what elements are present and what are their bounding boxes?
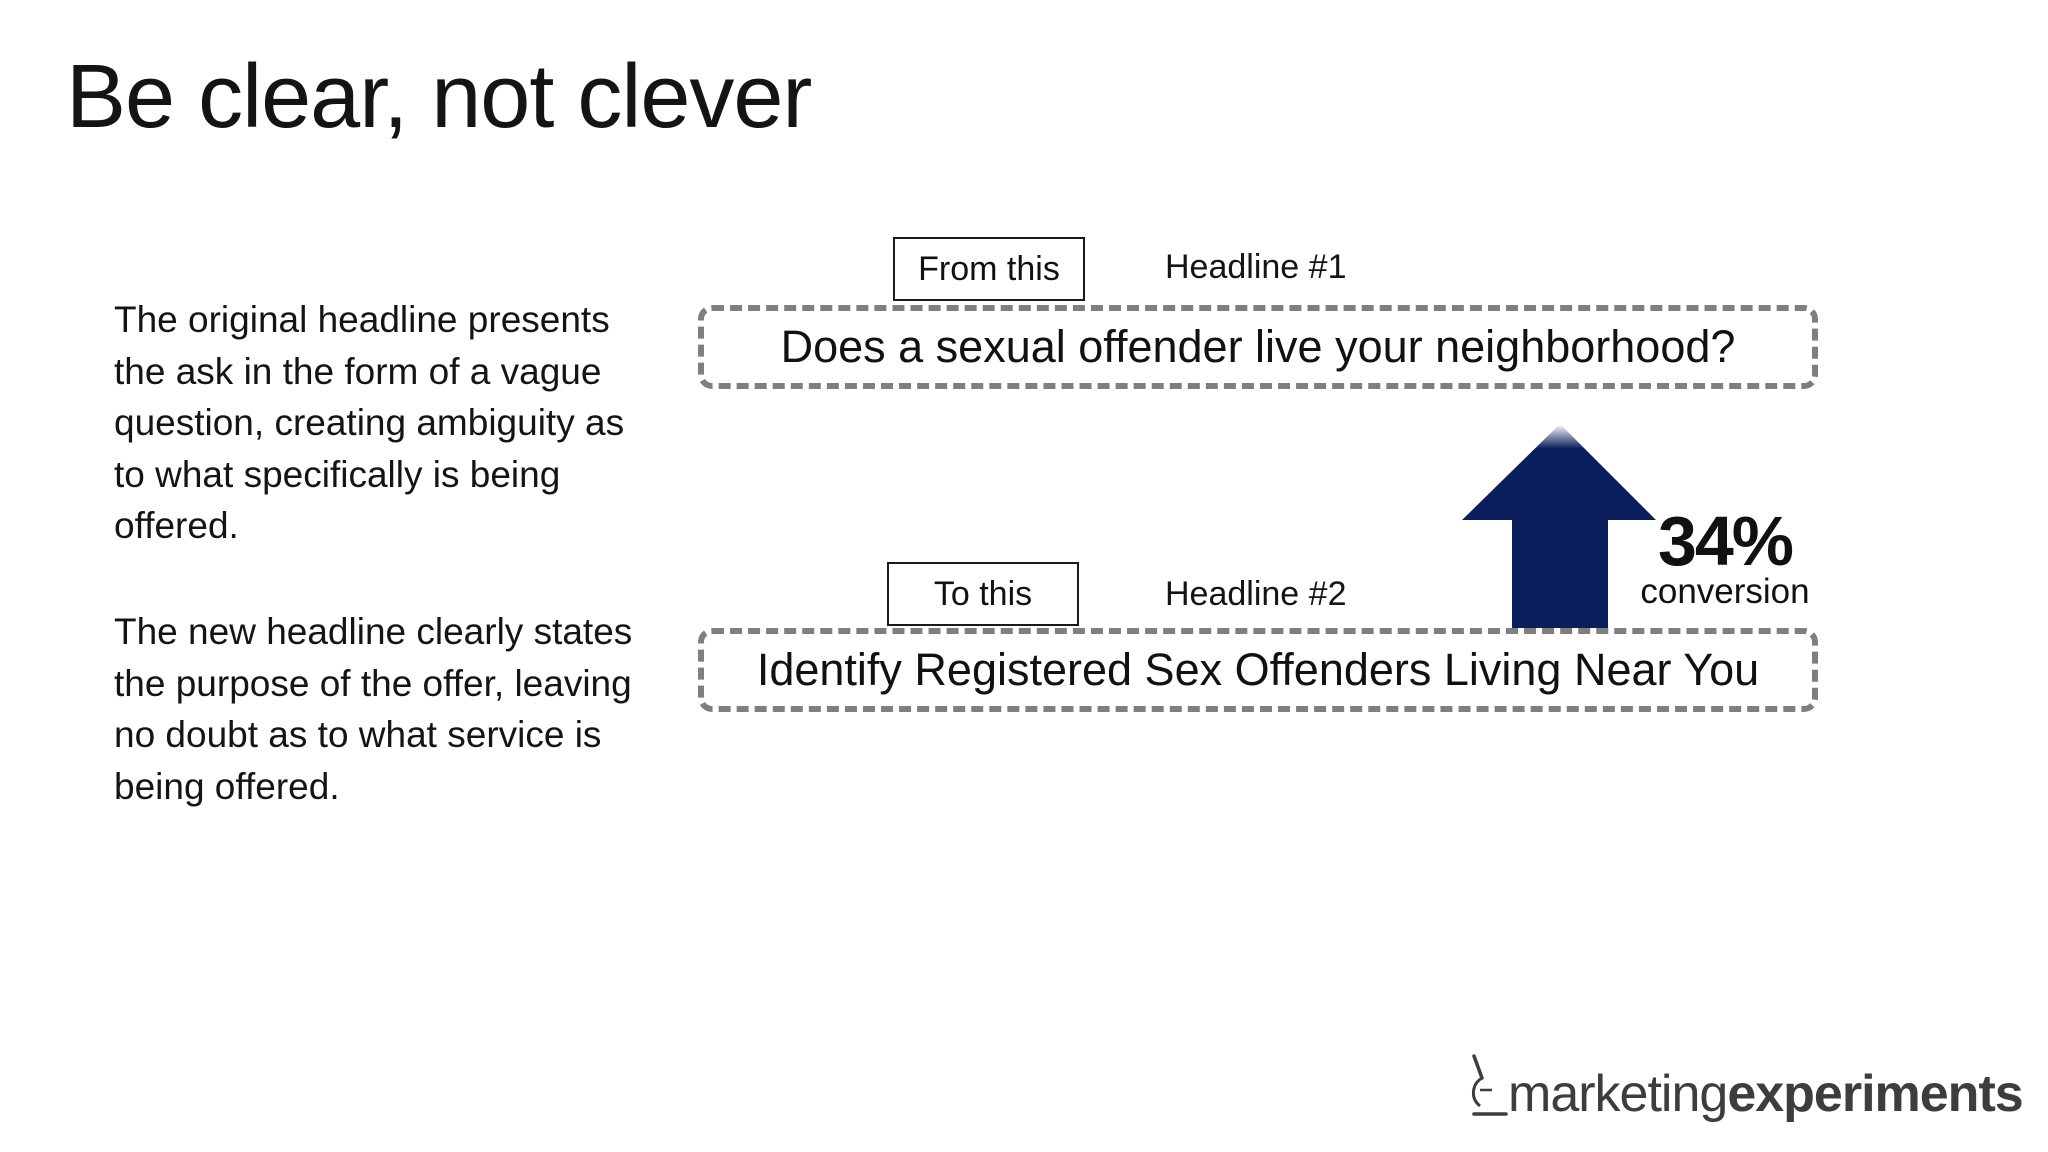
marketingexperiments-logo: marketingexperiments — [1466, 1054, 2024, 1126]
headline-1-text: Does a sexual offender live your neighbo… — [780, 321, 1736, 372]
logo-wordmark-bold: experiments — [1727, 1065, 2023, 1123]
up-arrow-icon — [1462, 424, 1656, 628]
explanation-paragraph-new: The new headline clearly states the purp… — [114, 611, 633, 807]
microscope-icon — [1472, 1054, 1508, 1116]
conversion-lift-label: conversion — [1640, 572, 1810, 611]
from-this-label: From this — [893, 237, 1085, 301]
headline-1-label: Headline #1 — [1165, 248, 1347, 286]
headline-2-box: Identify Registered Sex Offenders Living… — [698, 628, 1818, 712]
explanation-paragraph-original: The original headline presents the ask i… — [114, 299, 625, 546]
logo-wordmark-light: marketing — [1508, 1065, 1728, 1123]
headline-1-box: Does a sexual offender live your neighbo… — [698, 305, 1818, 389]
to-this-label: To this — [887, 562, 1079, 626]
conversion-lift-value: 34% — [1657, 502, 1794, 580]
logo-wordmark: marketingexperiments — [1508, 1065, 2024, 1123]
headline-2-label: Headline #2 — [1165, 575, 1347, 613]
from-this-text: From this — [918, 249, 1060, 288]
headline-2-text: Identify Registered Sex Offenders Living… — [756, 644, 1760, 695]
to-this-text: To this — [933, 574, 1033, 613]
slide-title: Be clear, not clever — [66, 47, 812, 147]
